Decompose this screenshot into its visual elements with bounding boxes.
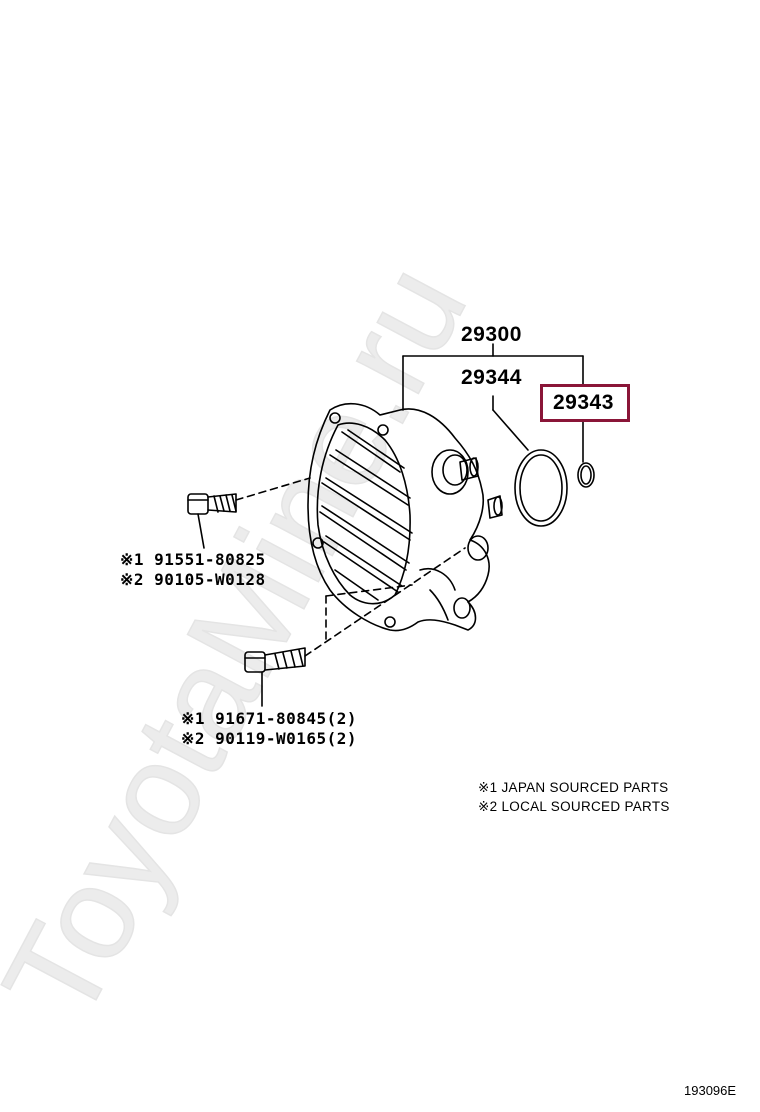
vacuum-pump-body — [307, 402, 503, 632]
gasket-ring — [514, 449, 568, 527]
highlight-box — [540, 384, 630, 422]
lower-bolt — [244, 547, 466, 707]
part-number-29300[interactable]: 29300 — [461, 323, 522, 346]
bolt-lower-ref-1[interactable]: ※1 91671-80845(2) — [181, 709, 358, 728]
upper-bolt — [187, 477, 311, 549]
bolt-upper-ref-2[interactable]: ※2 90105-W0128 — [120, 570, 266, 589]
bolt-upper-ref-1[interactable]: ※1 91551-80825 — [120, 550, 266, 569]
bolt-lower-ref-2[interactable]: ※2 90119-W0165(2) — [181, 729, 358, 748]
part-number-29343[interactable]: 29343 — [553, 391, 614, 414]
o-ring — [577, 462, 595, 488]
legend-japan-sourced: ※1 JAPAN SOURCED PARTS — [478, 780, 669, 795]
diagram-code: 193096E — [684, 1083, 737, 1098]
part-number-29344[interactable]: 29344 — [461, 366, 522, 389]
legend-local-sourced: ※2 LOCAL SOURCED PARTS — [478, 799, 670, 814]
